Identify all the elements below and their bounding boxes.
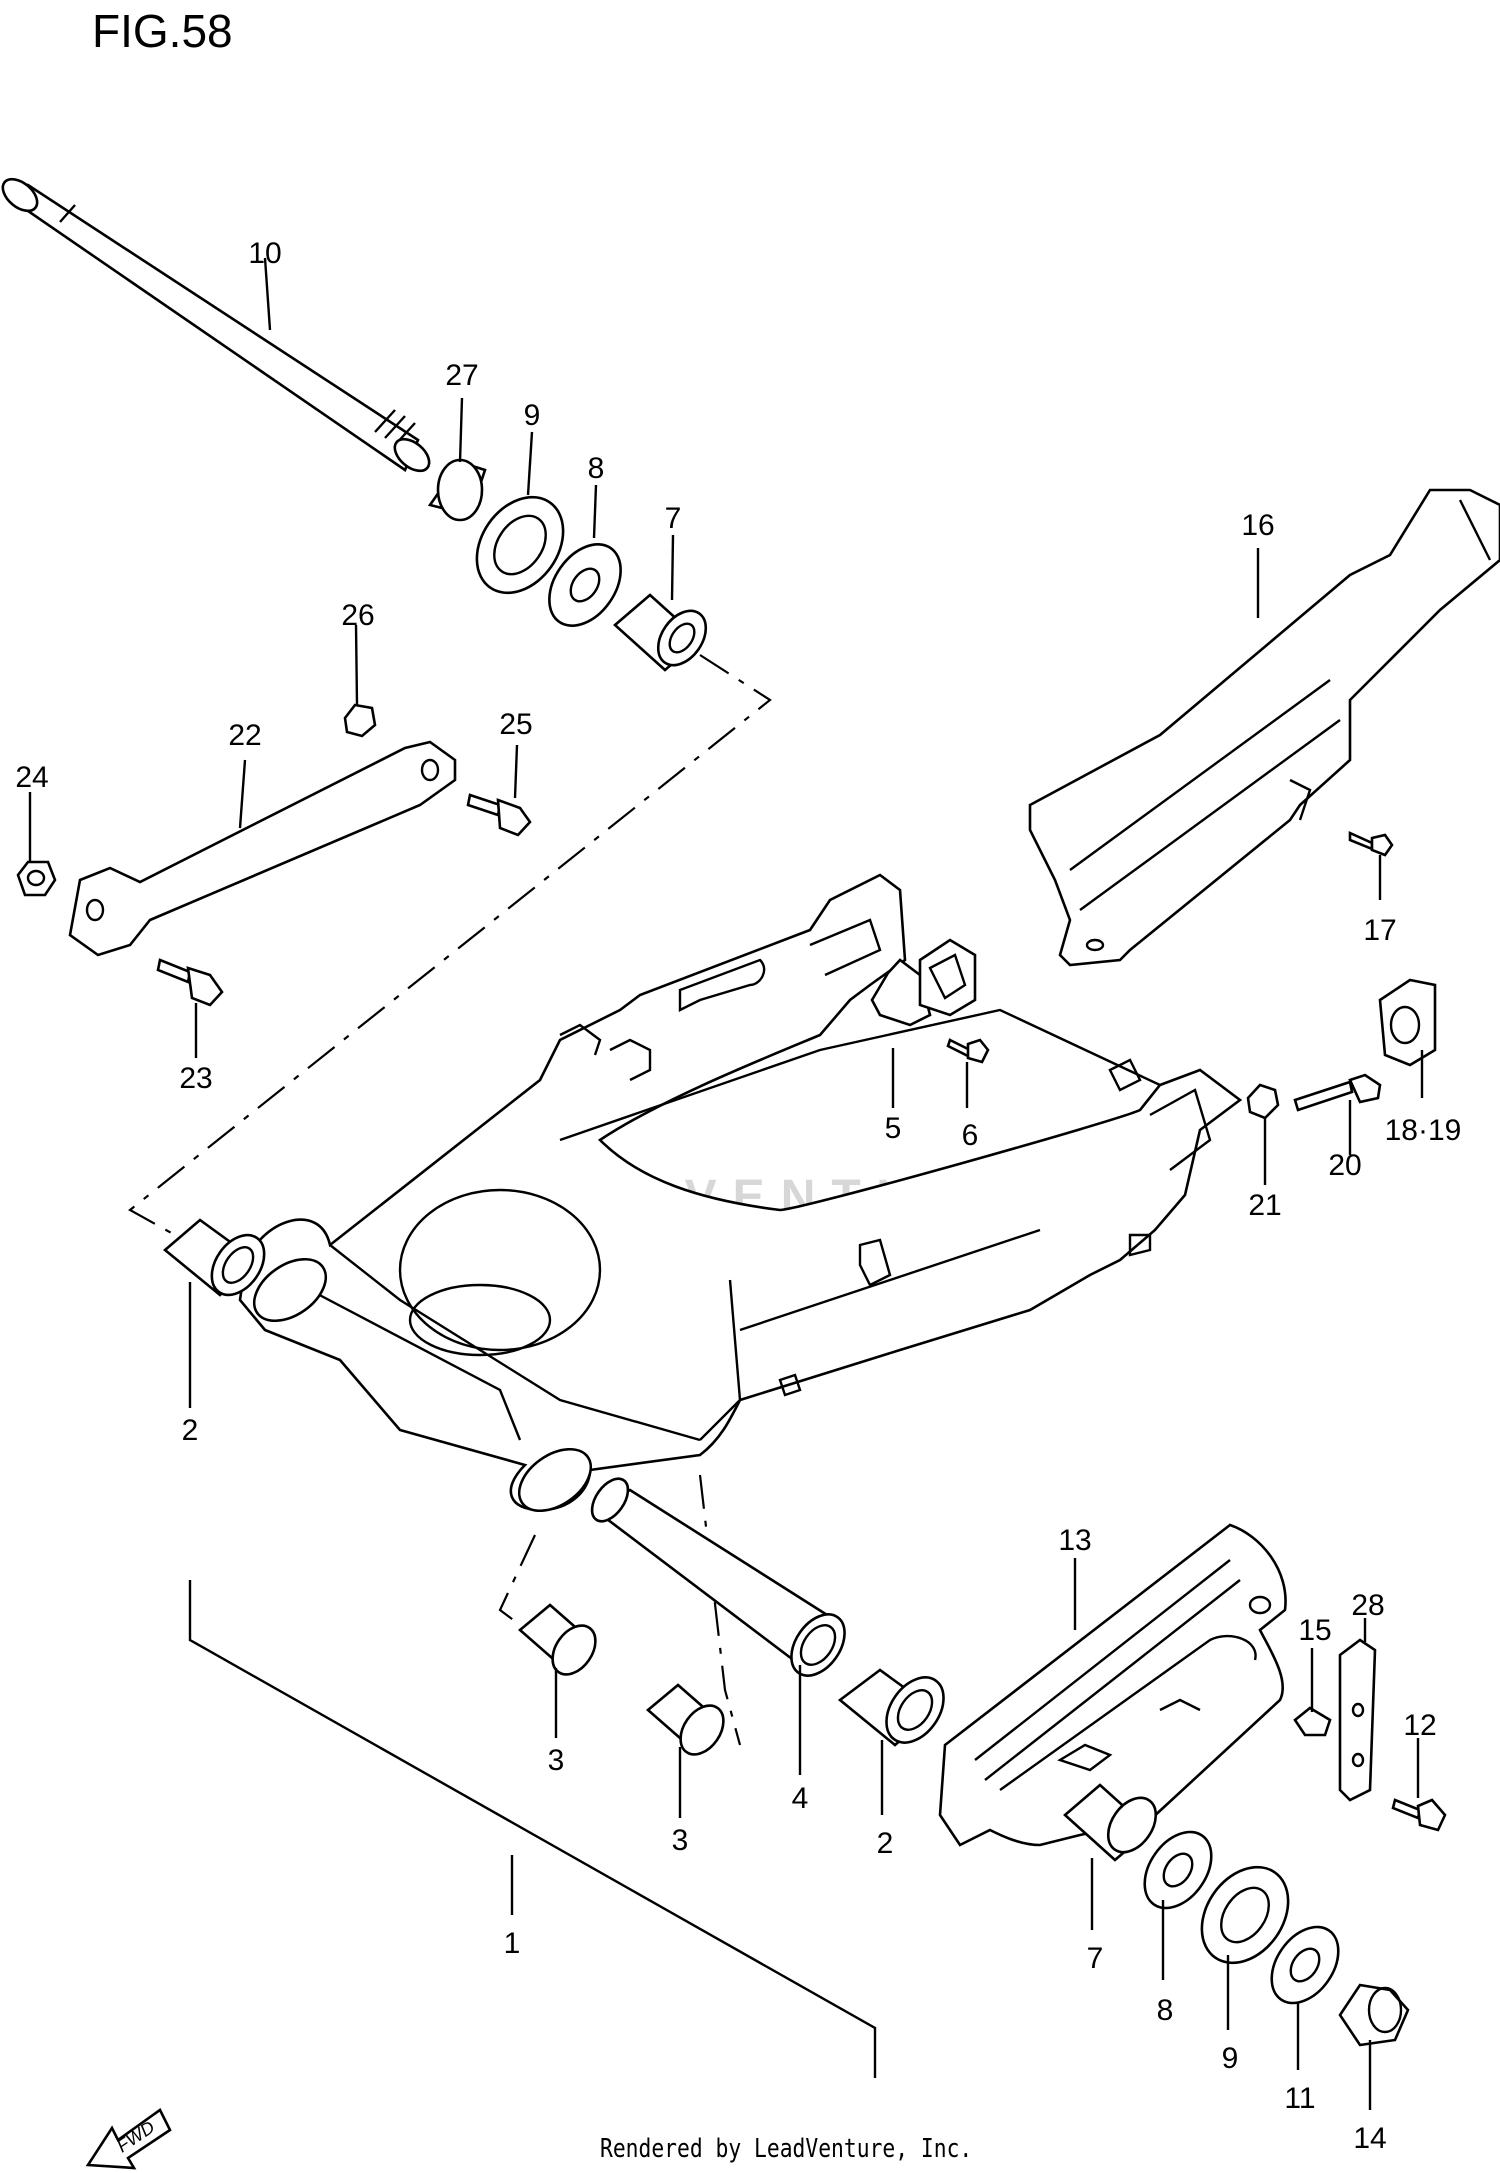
part-16-chain-case[interactable] bbox=[1028, 488, 1500, 967]
part-17-screw[interactable] bbox=[1348, 830, 1394, 857]
callout-18-19: 18·19 bbox=[1385, 1114, 1462, 1147]
fwd-arrow-icon: FWD bbox=[85, 2108, 172, 2170]
part-1-swingarm[interactable] bbox=[238, 873, 1243, 1523]
part-8-lower-washer[interactable] bbox=[1131, 1820, 1225, 1921]
callout-23: 23 bbox=[179, 1062, 212, 1095]
callout-25: 25 bbox=[499, 708, 532, 741]
callout-7-lower: 7 bbox=[1087, 1942, 1104, 1975]
leader-lines bbox=[28, 257, 1424, 2110]
callout-labels: 10 27 9 8 7 16 26 25 22 24 23 5 6 17 18·… bbox=[15, 237, 1461, 2155]
callout-20: 20 bbox=[1328, 1149, 1361, 1182]
part-27-washer[interactable] bbox=[427, 458, 487, 522]
callout-8-upper: 8 bbox=[588, 452, 605, 485]
part-7-upper-bushing[interactable] bbox=[613, 593, 716, 674]
part-10-axle[interactable] bbox=[0, 173, 435, 477]
callout-3-left: 3 bbox=[548, 1744, 565, 1777]
part-23-bolt[interactable] bbox=[156, 958, 224, 1007]
footer-credit: Rendered by LeadVenture, Inc. bbox=[600, 2134, 973, 2164]
callout-11: 11 bbox=[1284, 2082, 1315, 2115]
part-2-left-bushing[interactable] bbox=[162, 1218, 275, 1305]
callout-3-right: 3 bbox=[672, 1824, 689, 1857]
part-18-19-adjuster-block[interactable] bbox=[1378, 978, 1437, 1067]
part-21-nut[interactable] bbox=[1246, 1083, 1280, 1120]
part-2-right-bushing[interactable] bbox=[837, 1667, 955, 1754]
part-20-bolt[interactable] bbox=[1293, 1073, 1382, 1112]
callout-17: 17 bbox=[1363, 914, 1396, 947]
callout-5: 5 bbox=[885, 1112, 902, 1145]
part-9-upper-washer[interactable] bbox=[459, 481, 581, 610]
callout-24: 24 bbox=[15, 761, 48, 794]
callout-21: 21 bbox=[1248, 1189, 1281, 1222]
part-24-nut[interactable] bbox=[16, 860, 57, 897]
part-5-bracket[interactable] bbox=[870, 938, 977, 1027]
callout-10: 10 bbox=[248, 237, 281, 270]
callout-2-right: 2 bbox=[877, 1827, 894, 1860]
part-3-spacer-right[interactable] bbox=[645, 1683, 732, 1762]
part-8-upper-washer[interactable] bbox=[535, 531, 636, 639]
figure-title: FIG.58 bbox=[92, 5, 233, 57]
callout-2-left: 2 bbox=[182, 1414, 199, 1447]
callout-4: 4 bbox=[792, 1782, 809, 1815]
part-25-bolt[interactable] bbox=[466, 793, 532, 837]
callout-8-lower: 8 bbox=[1157, 1994, 1174, 2027]
callout-28: 28 bbox=[1351, 1589, 1384, 1622]
callout-15: 15 bbox=[1298, 1614, 1331, 1647]
callout-13: 13 bbox=[1058, 1524, 1091, 1557]
part-11-washer[interactable] bbox=[1258, 1915, 1352, 2016]
callout-16: 16 bbox=[1241, 509, 1274, 542]
part-12-nut[interactable] bbox=[1338, 1983, 1410, 2047]
part-9-lower-washer[interactable] bbox=[1184, 1851, 1306, 1980]
part-28-plate[interactable] bbox=[1338, 1638, 1377, 1802]
callout-9-lower: 9 bbox=[1222, 2042, 1239, 2075]
callout-14: 12 bbox=[1403, 1709, 1436, 1742]
callout-27: 27 bbox=[445, 359, 478, 392]
part-4-pivot-tube[interactable] bbox=[585, 1472, 856, 1685]
part-22-torque-link[interactable] bbox=[68, 740, 457, 957]
callout-1: 1 bbox=[504, 1927, 521, 1960]
callout-22: 22 bbox=[228, 719, 261, 752]
callout-9-upper: 9 bbox=[524, 399, 541, 432]
part-15-collar[interactable] bbox=[1293, 1706, 1332, 1737]
callout-12: 14 bbox=[1353, 2122, 1386, 2155]
part-14-bolt[interactable] bbox=[1391, 1798, 1447, 1832]
callout-7-upper: 7 bbox=[665, 502, 682, 535]
part-13-chain-guide[interactable] bbox=[938, 1523, 1287, 1847]
callout-6: 6 bbox=[962, 1119, 979, 1152]
part-7-lower-bushing[interactable] bbox=[1063, 1783, 1166, 1862]
part-3-spacer-left[interactable] bbox=[517, 1603, 604, 1682]
part-26-nut[interactable] bbox=[343, 703, 377, 738]
part-6-screw[interactable] bbox=[946, 1038, 990, 1064]
callout-26: 26 bbox=[341, 599, 374, 632]
